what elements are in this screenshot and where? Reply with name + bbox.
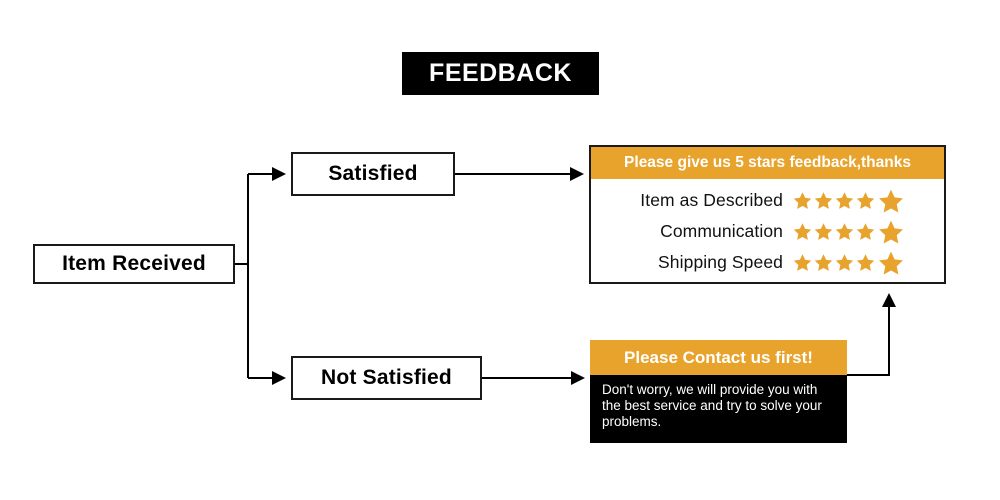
flow-box-item-received[interactable]: Item Received <box>33 244 235 284</box>
star-icon <box>793 192 812 209</box>
star-icon <box>856 223 875 240</box>
star-icon <box>793 223 812 240</box>
contact-panel-header-text: Please Contact us first! <box>624 347 813 367</box>
flow-box-satisfied[interactable]: Satisfied <box>291 152 455 196</box>
flow-box-not-satisfied[interactable]: Not Satisfied <box>291 356 482 400</box>
contact-panel-body: Don't worry, we will provide you with th… <box>590 375 847 430</box>
star-icon <box>856 254 875 271</box>
star-icon <box>814 192 833 209</box>
star-icon <box>814 254 833 271</box>
star-icon <box>856 192 875 209</box>
contact-panel-header: Please Contact us first! <box>590 340 847 375</box>
star-icon <box>835 254 854 271</box>
rating-stars[interactable] <box>793 188 904 214</box>
star-icon <box>835 223 854 240</box>
contact-panel-body-text: Don't worry, we will provide you with th… <box>602 382 822 429</box>
star-icon <box>879 189 903 212</box>
rating-row: Item as Described <box>591 185 944 216</box>
contact-panel: Please Contact us first! Don't worry, we… <box>590 340 847 443</box>
rating-row-label: Communication <box>660 221 783 241</box>
page-title-banner: FEEDBACK <box>402 52 599 95</box>
page-title: FEEDBACK <box>429 59 572 87</box>
star-icon <box>879 251 903 274</box>
rating-stars[interactable] <box>793 219 904 245</box>
rating-rows: Item as Described Communication <box>591 179 944 278</box>
rating-row-label: Item as Described <box>640 190 783 210</box>
flow-box-satisfied-label: Satisfied <box>328 162 418 185</box>
rating-stars[interactable] <box>793 250 904 276</box>
star-icon <box>835 192 854 209</box>
rating-panel-header-text: Please give us 5 stars feedback,thanks <box>624 154 911 171</box>
flow-box-item-received-label: Item Received <box>62 252 206 275</box>
flow-box-not-satisfied-label: Not Satisfied <box>321 366 452 389</box>
rating-panel-header: Please give us 5 stars feedback,thanks <box>591 147 944 179</box>
rating-row-label: Shipping Speed <box>658 252 783 272</box>
connector-contact-to-rating <box>847 293 896 376</box>
rating-panel: Please give us 5 stars feedback,thanks I… <box>589 145 946 284</box>
rating-row: Communication <box>591 216 944 247</box>
rating-row: Shipping Speed <box>591 247 944 278</box>
star-icon <box>814 223 833 240</box>
star-icon <box>793 254 812 271</box>
star-icon <box>879 220 903 243</box>
